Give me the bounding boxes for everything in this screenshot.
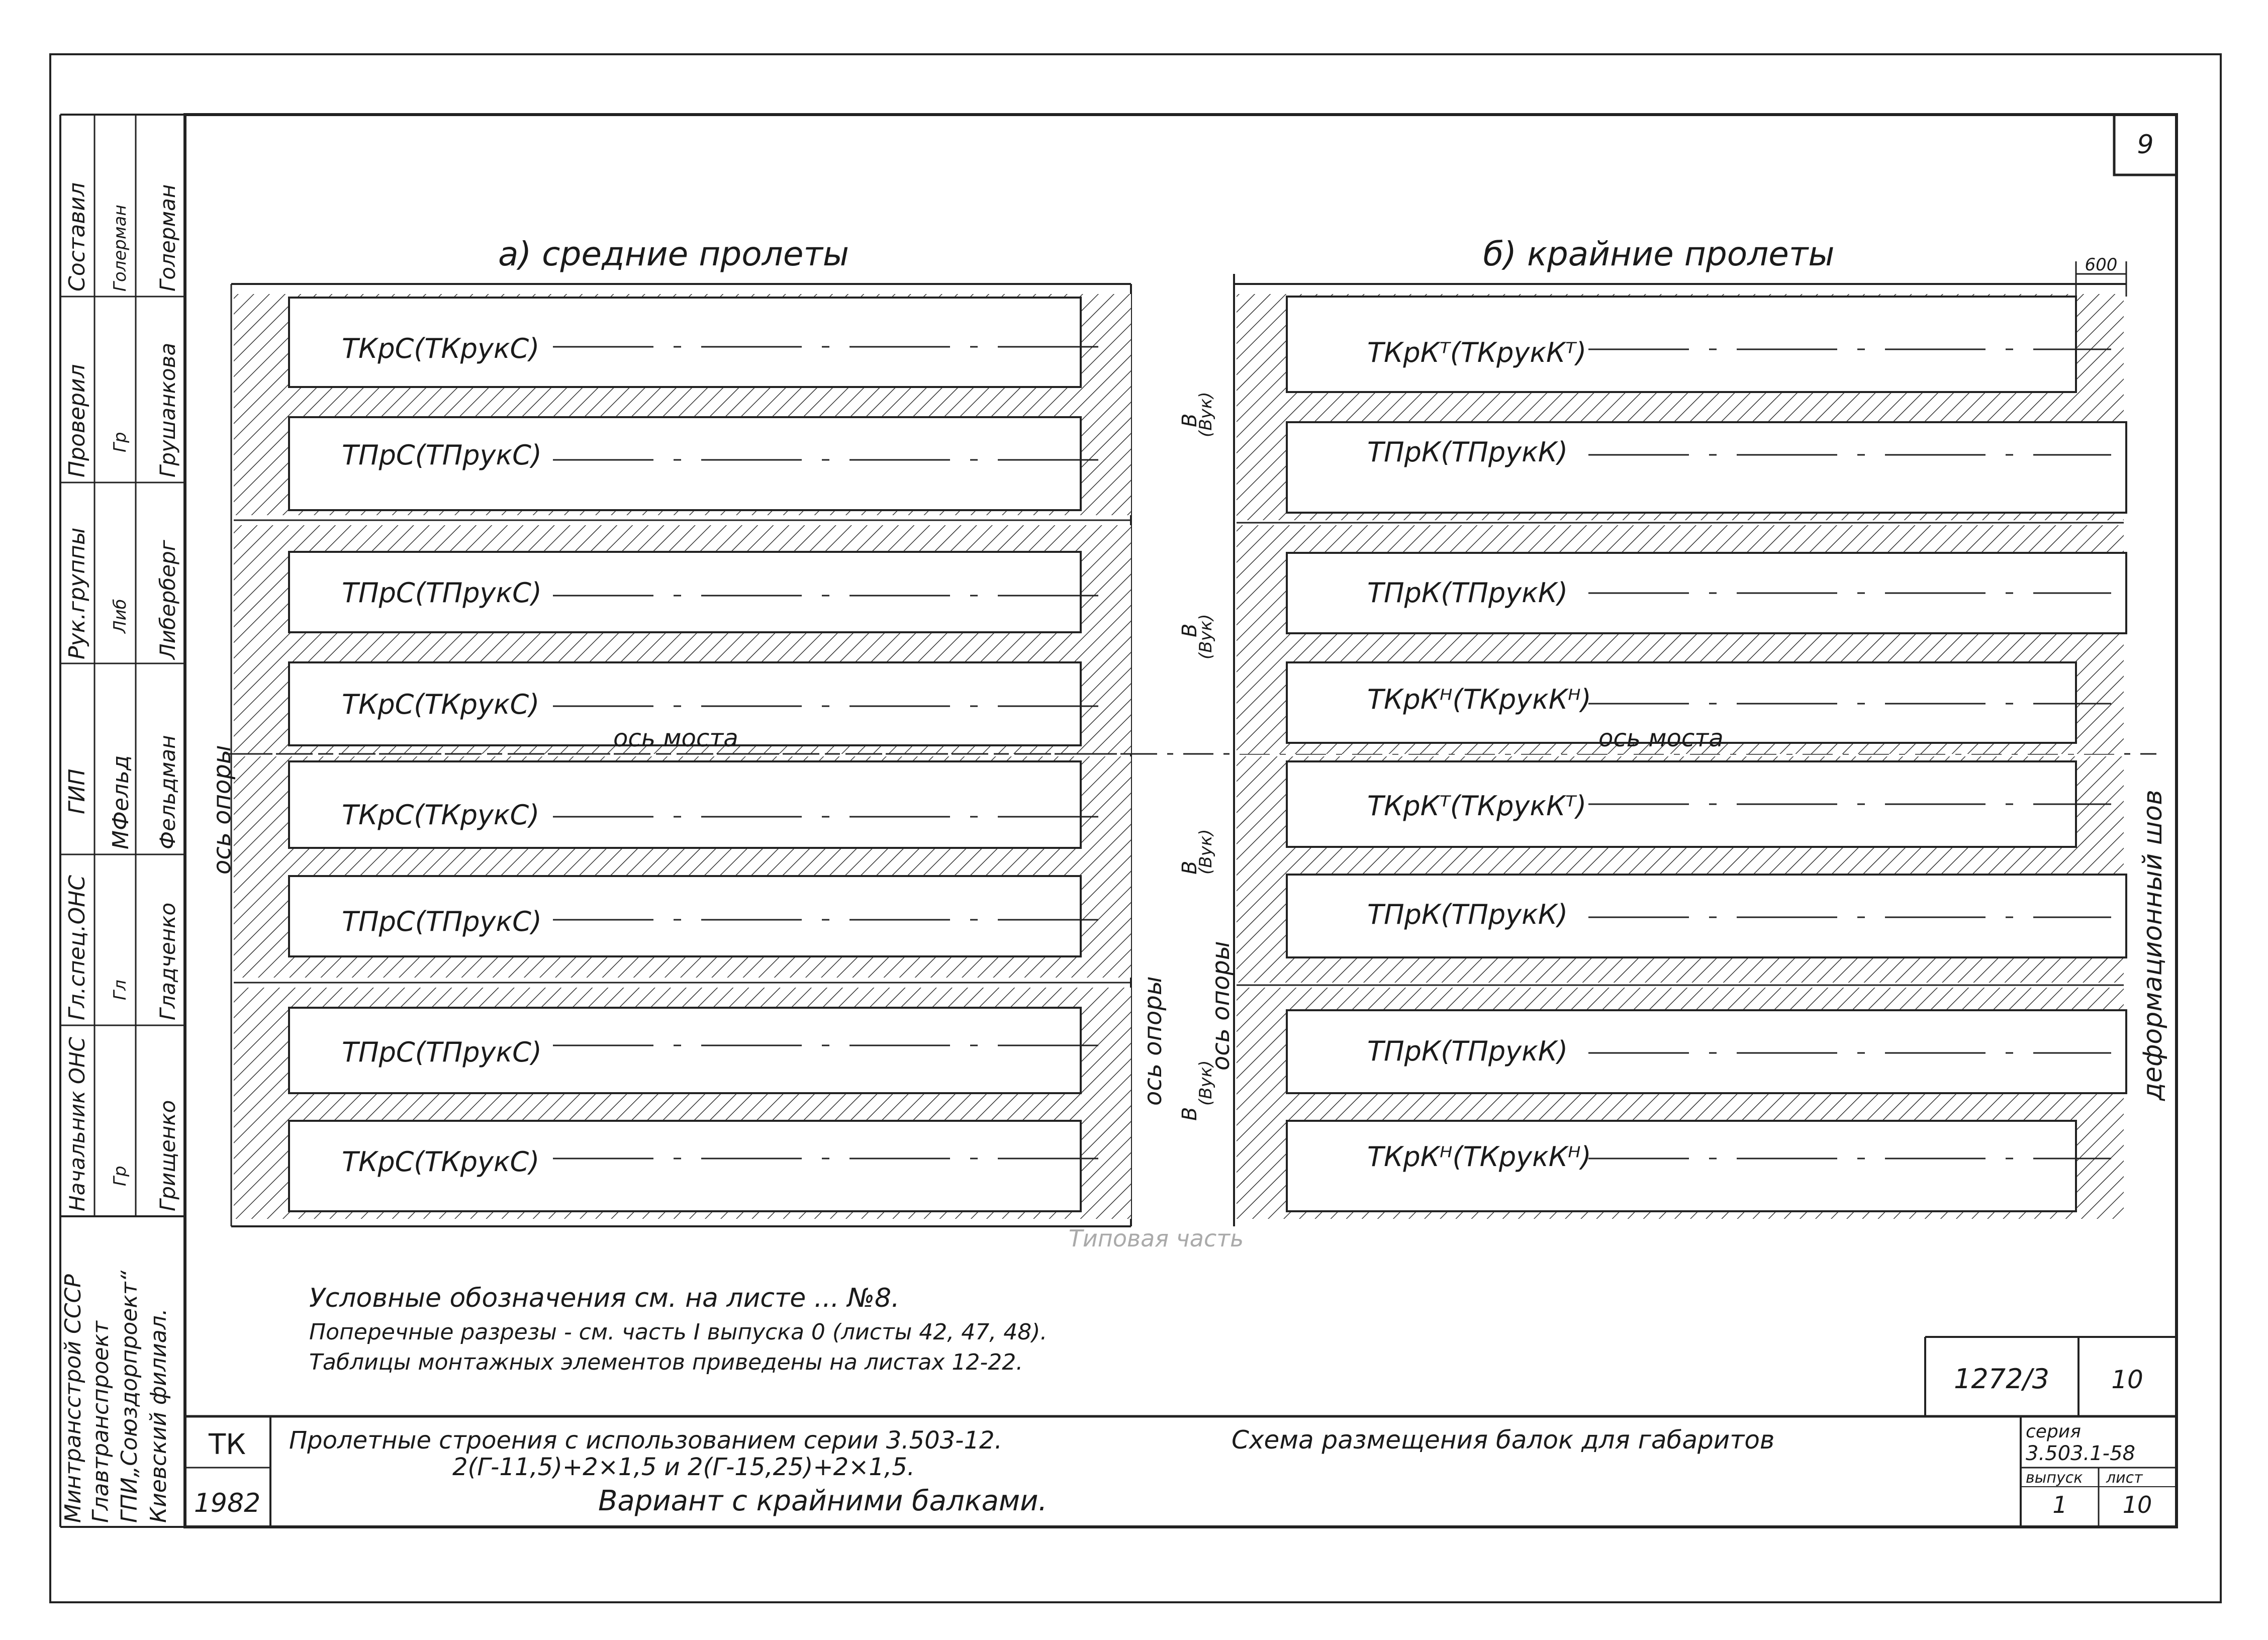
stamp-role-1: Составил [64,182,90,292]
stamp-role-6: Начальник ОНС [65,1036,89,1211]
plan-b-title: б) крайние пролеты [1483,235,1835,273]
scheme-title: Схема размещения балок для габаритов [1232,1425,1774,1455]
dim-600: 600 [2085,255,2118,275]
plan-a-beam-3: ТПрС(ТПрукС) [342,577,542,609]
title-line-1: Пролетные строения с использованием сери… [289,1426,1002,1455]
stamp-sig-2: Гр [110,432,130,452]
org-line-1: Минтрансстрой СССР [60,1274,86,1523]
plan-middle-spans: а) средние пролеты [208,235,1216,1227]
plan-b-beam-2: ТПрК(ТПрукК) [1367,436,1568,468]
tk-label: ТК [208,1428,246,1461]
stamp-name-3: Либерберг [155,539,180,660]
plan-a-bridge-axis: ось моста [613,724,738,752]
sheet-number-bottom: 10 [2123,1491,2152,1518]
dim-bvk-1: (Вук) [1196,392,1216,437]
plan-a-support-axis-left: ось опоры [208,745,236,875]
dim-bvk-2: (Вук) [1196,614,1216,659]
deformation-joint: деформационный шов [2138,790,2168,1101]
stamp-name-1: Голерман [155,184,180,292]
note-2: Поперечные разрезы - см. часть I выпуска… [309,1319,1047,1345]
title-line-3: Вариант с крайними балками. [598,1485,1047,1517]
stamp-role-5: Гл.спец.ОНС [64,875,90,1020]
faint-stamp-text: Типовая часть [1069,1225,1244,1252]
dim-bvk-3: (Вук) [1196,829,1216,875]
dim-b-4: В [1178,1107,1201,1121]
org-line-2: Главтранспроект [88,1320,114,1523]
plan-a-beam-5: ТКрС(ТКрукС) [342,799,539,831]
dim-b-1: В [1178,414,1201,427]
dim-b-2: В [1178,624,1201,637]
plan-b-beam-4: ТКрКᴴ(ТКрукКᴴ) [1367,684,1591,715]
title-line-2: 2(Г-11,5)+2×1,5 и 2(Г-15,25)+2×1,5. [452,1453,915,1481]
plan-b-beam-7: ТПрК(ТПрукК) [1367,1035,1568,1067]
plan-b-beam-1: ТКрКᵀ(ТКрукКᵀ) [1367,337,1586,368]
plan-a-beam-8: ТКрС(ТКрукС) [342,1146,539,1178]
title-block: ТК 1982 Пролетные строения с использован… [185,1415,2177,1528]
plan-b-support-axis: ось опоры [1207,941,1235,1071]
series-number: 3.503.1-58 [2026,1442,2135,1465]
dim-bvk-4: (Вук) [1196,1060,1216,1106]
stamp-name-6: Грищенко [155,1100,180,1211]
note-1: Условные обозначения см. на листе ... №8… [309,1283,900,1313]
year: 1982 [194,1488,260,1518]
plan-a-beam-7: ТПрС(ТПрукС) [342,1036,542,1068]
sheet-number-box [2113,113,2178,176]
notes: Условные обозначения см. на листе ... №8… [309,1283,1047,1375]
stamp-sig-5: Гл [110,980,130,1000]
plan-a-support-axis-right: ось опоры [1139,976,1167,1106]
note-3: Таблицы монтажных элементов приведены на… [309,1349,1023,1375]
issue-number: 1 [2052,1491,2067,1518]
plan-b-beam-8: ТКрКᴴ(ТКрукКᴴ) [1367,1141,1591,1173]
issue-label: выпуск [2026,1469,2083,1487]
plan-a-beam-4: ТКрС(ТКрукС) [342,689,539,720]
stamp-sig-3: Либ [110,599,130,634]
stamp-role-2: Проверил [64,364,90,477]
stamp-sig-6: Гр [110,1166,130,1186]
code-box: 1272/3 10 [1924,1336,2177,1416]
sheet-number: 9 [2137,130,2153,160]
plan-a-beam-6: ТПрС(ТПрукС) [342,906,542,937]
plan-a-beam-2: ТПрС(ТПрукС) [342,439,542,471]
outer-border [49,53,2222,1603]
org-line-3: ГПИ„Союздорпроект“ [117,1270,142,1523]
stamp-name-5: Гладченко [155,903,180,1020]
stamp-name-4: Фельдман [155,735,180,849]
plan-b-beam-5: ТКрКᵀ(ТКрукКᵀ) [1367,790,1586,822]
plan-a-beam-1: ТКрС(ТКрукС) [342,333,539,364]
stamp-sig-1: Голерман [110,205,130,292]
stamp-role-3: Рук.группы [64,528,90,660]
org-line-4: Киевский филиал. [146,1308,171,1523]
code-number: 1272/3 [1954,1363,2049,1395]
series-label: серия [2026,1421,2081,1442]
plan-b-beam-6: ТПрК(ТПрукК) [1367,899,1568,930]
plan-end-spans: б) крайние пролеты ТКрКᵀ(ТКрукКᵀ) ТПрК(Т… [1207,235,2168,1226]
plan-b-bridge-axis: ось моста [1598,724,1724,752]
stamp-role-4: ГИП [64,768,90,814]
dim-b-3: В [1178,861,1201,875]
plan-b-beam-3: ТПрК(ТПрукК) [1367,577,1568,609]
plan-a-title: а) средние пролеты [498,235,849,273]
stamp-sig-4: МФельд [108,755,134,849]
sheet-label: лист [2106,1469,2143,1487]
stamp-strip: Составил Голерман Голерман Проверил Гр Г… [59,114,185,1528]
code-sheet: 10 [2111,1365,2143,1394]
stamp-name-2: Грушанкова [155,343,180,477]
